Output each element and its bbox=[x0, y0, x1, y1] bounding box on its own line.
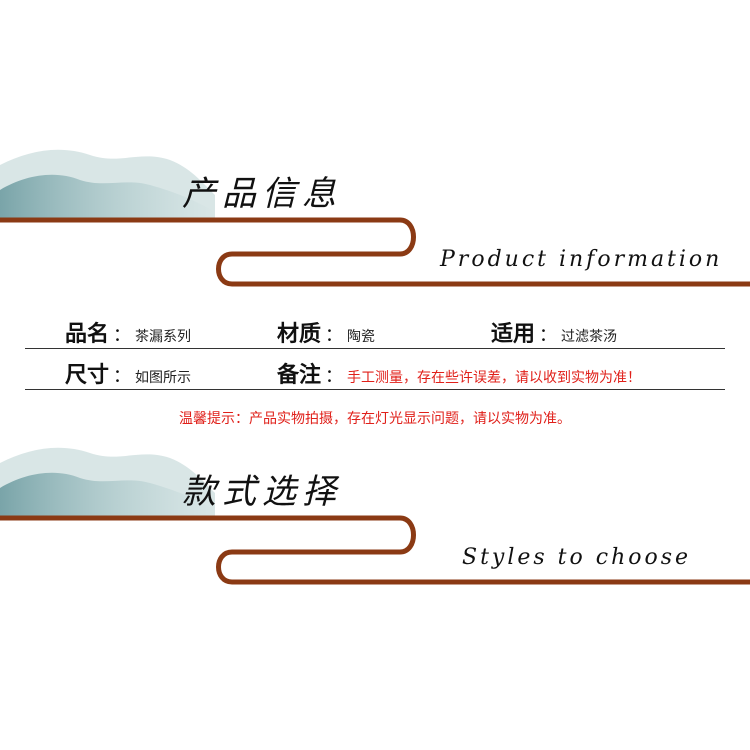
detail-material: 材质：陶瓷 bbox=[277, 321, 376, 347]
product-info-header: 产品信息 Product information bbox=[0, 140, 750, 300]
brown-stroke bbox=[0, 515, 750, 585]
section-title-cn: 款式选择 bbox=[182, 472, 342, 512]
styles-header: 款式选择 Styles to choose bbox=[0, 438, 750, 598]
detail-size: 尺寸：如图所示 bbox=[65, 362, 192, 388]
detail-usage: 适用：过滤茶汤 bbox=[491, 321, 618, 347]
section-title-cn: 产品信息 bbox=[182, 174, 342, 214]
mountain-shape bbox=[0, 174, 215, 220]
detail-name: 品名：茶漏系列 bbox=[65, 321, 192, 347]
details-row: 尺寸：如图所示 备注：手工测量，存在些许误差，请以收到实物为准！ bbox=[25, 349, 725, 390]
section-title-en: Styles to choose bbox=[462, 545, 692, 570]
details-row: 品名：茶漏系列 材质：陶瓷 适用：过滤茶汤 bbox=[25, 308, 725, 349]
brown-stroke bbox=[0, 217, 750, 287]
notice-text: 温馨提示：产品实物拍摄，存在灯光显示问题，请以实物为准。 bbox=[179, 411, 571, 427]
detail-note: 备注：手工测量，存在些许误差，请以收到实物为准！ bbox=[277, 362, 642, 388]
mountain-decoration bbox=[0, 447, 750, 585]
mountain-decoration bbox=[0, 149, 750, 287]
mountain-shape bbox=[0, 472, 215, 518]
section-title-en: Product information bbox=[440, 247, 723, 272]
